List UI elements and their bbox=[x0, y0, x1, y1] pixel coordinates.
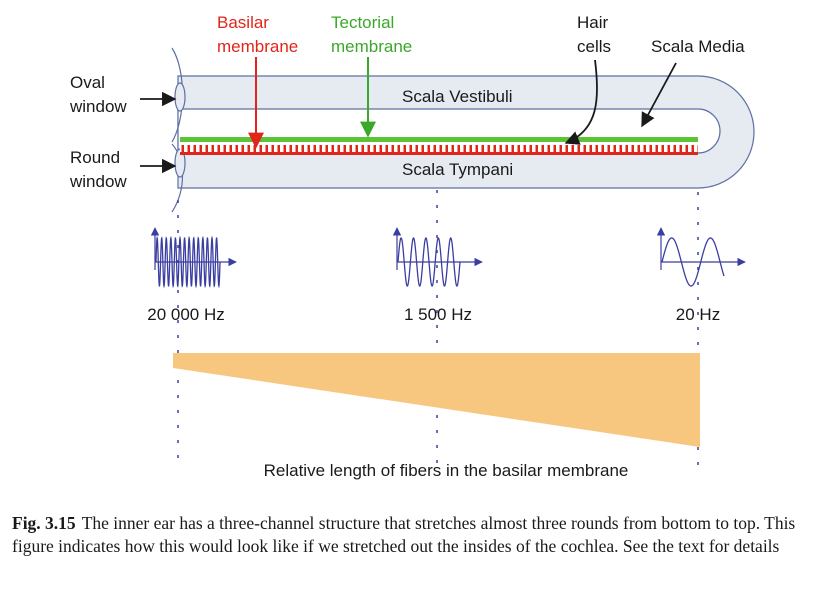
basilar-label-line1: Basilar bbox=[217, 13, 269, 32]
round-window-label-line2: window bbox=[69, 172, 127, 191]
hair-cells-label-line2: cells bbox=[577, 37, 611, 56]
scala-media-arrow bbox=[641, 62, 677, 128]
basilar-label-line2: membrane bbox=[217, 37, 298, 56]
scala-media-label: Scala Media bbox=[651, 37, 745, 56]
hair-cells bbox=[180, 145, 698, 153]
hair-cells-arrow bbox=[564, 59, 598, 145]
basilar-membrane bbox=[180, 152, 698, 155]
fiber-length-label: Relative length of fibers in the basilar… bbox=[264, 461, 629, 480]
scala-vestibuli-label: Scala Vestibuli bbox=[402, 87, 513, 106]
cochlea-diagram: Basilar membrane Tectorial membrane Hair… bbox=[69, 13, 755, 480]
fiber-length-wedge bbox=[173, 353, 700, 447]
wave-high-frequency bbox=[150, 227, 237, 289]
frequency-label-mid: 1 500 Hz bbox=[404, 305, 472, 324]
figure-number: Fig. 3.15 bbox=[12, 513, 76, 533]
wave-mid-frequency bbox=[392, 227, 483, 287]
oval-window bbox=[174, 82, 186, 112]
tectorial-label-line2: membrane bbox=[331, 37, 412, 56]
frequency-label-high: 20 000 Hz bbox=[147, 305, 225, 324]
figure-caption-text: The inner ear has a three-channel struct… bbox=[12, 513, 796, 556]
hair-cells-label-line1: Hair bbox=[577, 13, 609, 32]
frequency-label-low: 20 Hz bbox=[676, 305, 720, 324]
tectorial-membrane bbox=[180, 137, 698, 142]
tectorial-label-line1: Tectorial bbox=[331, 13, 394, 32]
oval-window-label-line1: Oval bbox=[70, 73, 105, 92]
wave-low-frequency bbox=[656, 227, 746, 287]
oval-window-label-line2: window bbox=[69, 97, 127, 116]
scala-tympani-label: Scala Tympani bbox=[402, 160, 513, 179]
round-window-label-line1: Round bbox=[70, 148, 120, 167]
